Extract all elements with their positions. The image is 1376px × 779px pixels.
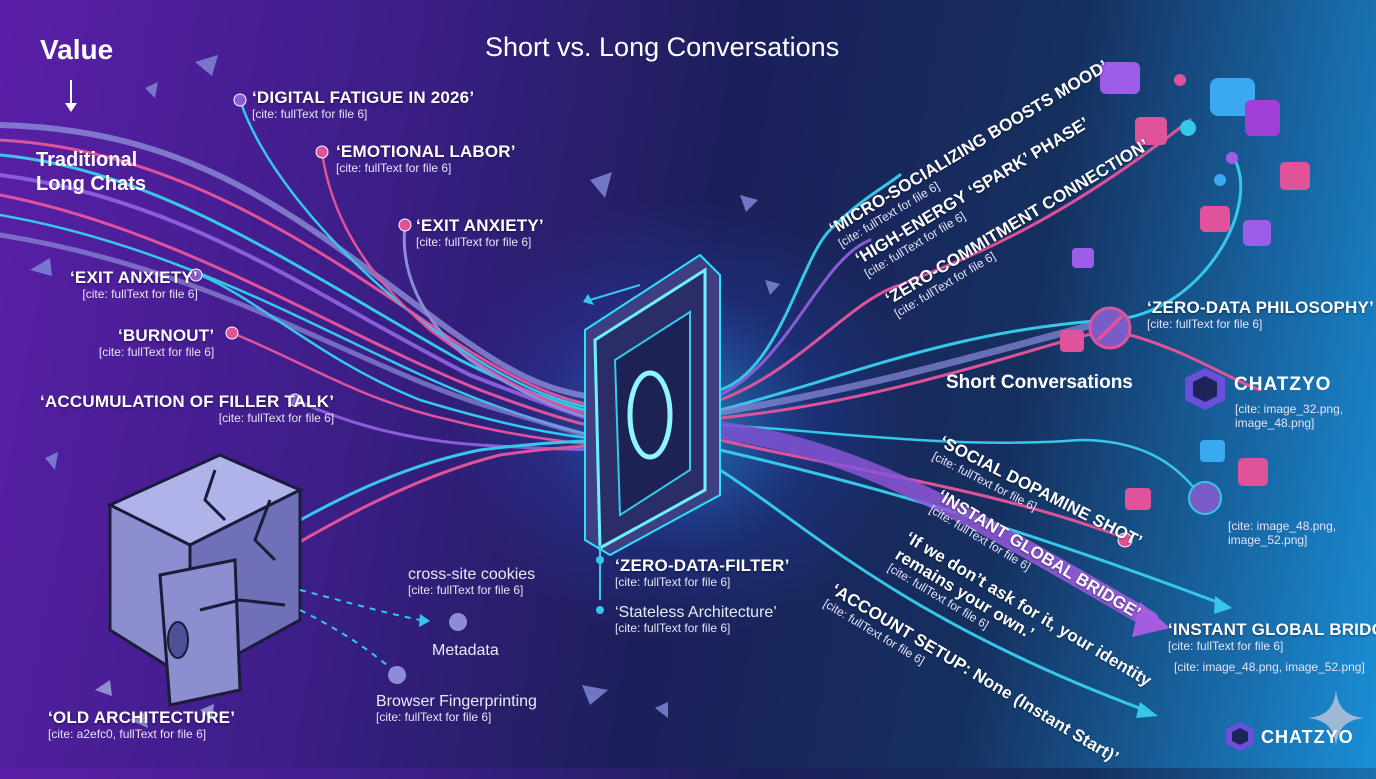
tracking-leak-lines	[299, 589, 421, 673]
label-stateless-architecture: ‘Stateless Architecture’ [cite: fullText…	[615, 604, 777, 636]
old-architecture-cube	[95, 453, 304, 728]
value-arrow	[65, 80, 77, 112]
label-digital-fatigue: ‘DIGITAL FATIGUE IN 2026’ [cite: fullTex…	[252, 88, 475, 121]
zero-data-icon	[1088, 306, 1132, 350]
social-icons	[1060, 62, 1310, 515]
fingerprint-node	[388, 666, 406, 684]
brand-cite: [cite: image_32.png, image_48.png]	[1235, 402, 1344, 430]
label-exit-anxiety-top: ‘EXIT ANXIETY’ [cite: fullText for file …	[416, 216, 544, 249]
dopamine-arrow-head	[1214, 596, 1232, 614]
short-conversations-label: Short Conversations	[946, 372, 1133, 393]
account-arrow-head	[1136, 702, 1158, 718]
spark-logo	[1308, 690, 1364, 746]
label-zero-data-philosophy: ‘ZERO-DATA PHILOSOPHY’ [cite: fullText f…	[1147, 298, 1374, 331]
footer-brand-name: CHATZYO	[1261, 727, 1354, 747]
label-metadata: Metadata	[432, 642, 499, 659]
label-cross-site-cookies: cross-site cookies [cite: fullText for f…	[408, 566, 536, 598]
floating-shards	[30, 55, 780, 718]
page-title: Short vs. Long Conversations	[485, 32, 840, 62]
chatzyo-logo-footer	[1226, 722, 1254, 751]
traditional-long-chats-label: Traditional Long Chats	[36, 149, 146, 195]
label-emotional-labor: ‘EMOTIONAL LABOR’ [cite: fullText for fi…	[336, 142, 516, 175]
label-pins	[189, 93, 1133, 548]
metadata-node	[449, 613, 467, 631]
label-filler-talk: ‘ACCUMULATION OF FILLER TALK’ [cite: ful…	[40, 392, 335, 425]
label-browser-fingerprinting: Browser Fingerprinting [cite: fullText f…	[376, 693, 537, 725]
zero-data-filter-portal	[583, 253, 721, 614]
brand-name-mid: CHATZYO	[1234, 374, 1332, 395]
label-zero-data-filter: ‘ZERO-DATA-FILTER’ [cite: fullText for f…	[615, 556, 790, 589]
people-cite: [cite: image_48.png, image_52.png]	[1228, 519, 1337, 547]
label-old-architecture: ‘OLD ARCHITECTURE’ [cite: a2efc0, fullTe…	[48, 708, 236, 741]
label-exit-anxiety-left: ‘EXIT ANXIETY’ [cite: fullText for file …	[70, 268, 198, 301]
label-burnout: ‘BURNOUT’ [cite: fullText for file 6]	[98, 326, 215, 359]
value-label: Value	[40, 34, 114, 65]
bridge-arrow-head	[1132, 602, 1170, 637]
chatzyo-logo-mid	[1185, 368, 1225, 410]
label-instant-global-bridge: ‘INSTANT GLOBAL BRIDGE’ [cite: fullText …	[1168, 620, 1376, 675]
